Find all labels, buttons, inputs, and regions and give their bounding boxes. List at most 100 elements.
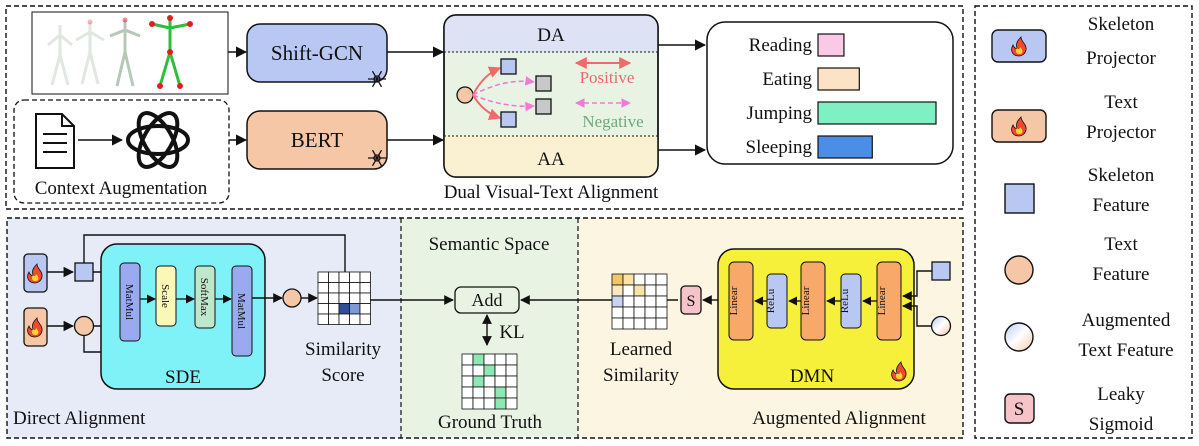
dmn-op-block: Linear xyxy=(800,261,826,341)
ground-truth-cell xyxy=(505,353,518,366)
ground-truth-cell xyxy=(494,386,507,399)
ground-truth-cell xyxy=(483,353,496,366)
similarity-cell xyxy=(349,292,361,304)
similarity-cell xyxy=(349,271,361,283)
skeleton-feature-square xyxy=(931,261,951,281)
text-feature-icon xyxy=(1004,255,1034,285)
sde-op-block: MatMul xyxy=(119,262,141,342)
similarity-cell xyxy=(359,292,371,304)
similarity-cell xyxy=(359,303,371,315)
legend-label: Text Feature xyxy=(1078,340,1173,361)
similarity-cell xyxy=(328,313,340,325)
action-label: Reading xyxy=(749,35,813,56)
svg-text:ReLu: ReLu xyxy=(765,288,777,313)
ground-truth-cell xyxy=(505,375,518,388)
learned-similarity-cell xyxy=(611,306,624,319)
skeleton-sequence-image xyxy=(31,11,229,95)
similarity-cell xyxy=(317,313,329,325)
similarity-cell xyxy=(359,271,371,283)
learned-similarity-cell xyxy=(622,317,635,330)
learned-similarity-cell xyxy=(644,273,657,286)
learned-similarity-cell xyxy=(611,317,624,330)
negative-feature-square xyxy=(535,75,552,92)
ground-truth-label: Ground Truth xyxy=(438,412,542,433)
legend-label: Text xyxy=(1104,92,1138,113)
legend-label: Projector xyxy=(1086,122,1156,143)
dual-alignment-block xyxy=(443,14,659,178)
negative-label: Negative xyxy=(582,112,643,131)
ground-truth-cell xyxy=(494,364,507,377)
learned-similarity-cell xyxy=(655,317,668,330)
ground-truth-cell xyxy=(472,375,485,388)
similarity-cell xyxy=(328,303,340,315)
learned-similarity-cell xyxy=(655,284,668,297)
text-feature-circle xyxy=(73,315,95,337)
svg-text:MatMul: MatMul xyxy=(123,284,135,320)
ground-truth-cell xyxy=(505,386,518,399)
ground-truth-cell xyxy=(505,397,518,410)
similarity-cell xyxy=(317,282,329,294)
sde-op-block: Scale xyxy=(155,265,177,327)
ground-truth-cell xyxy=(494,353,507,366)
similarity-cell xyxy=(338,313,350,325)
similarity-score-label-1: Similarity xyxy=(305,339,382,360)
learned-similarity-cell xyxy=(622,306,635,319)
similarity-cell xyxy=(317,303,329,315)
dual-alignment-label: Dual Visual-Text Alignment xyxy=(444,182,659,203)
learned-similarity-cell xyxy=(611,295,624,308)
sde-block xyxy=(100,243,266,390)
kl-label: KL xyxy=(499,322,524,343)
ground-truth-cell xyxy=(483,364,496,377)
negative-feature-square xyxy=(535,98,552,115)
bert-label: BERT xyxy=(291,128,344,152)
learned-similarity-cell xyxy=(633,295,646,308)
similarity-cell xyxy=(349,313,361,325)
ground-truth-cell xyxy=(483,386,496,399)
learned-similarity-cell xyxy=(611,284,624,297)
ground-truth-cell xyxy=(461,375,474,388)
add-label: Add xyxy=(472,290,503,310)
similarity-cell xyxy=(328,282,340,294)
action-scores-panel xyxy=(706,21,954,165)
similarity-cell xyxy=(338,271,350,283)
legend-label: Skeleton xyxy=(1088,165,1155,186)
dmn-op-block: ReLu xyxy=(765,273,788,329)
action-bar xyxy=(817,135,873,159)
top-section-border xyxy=(5,5,964,210)
learned-similarity-cell xyxy=(633,284,646,297)
similarity-cell xyxy=(338,292,350,304)
learned-similarity-matrix xyxy=(611,273,668,330)
positive-label: Positive xyxy=(580,68,635,87)
learned-similarity-cell xyxy=(655,295,668,308)
similarity-cell xyxy=(359,313,371,325)
llm-logo-icon xyxy=(126,111,190,169)
legend-label: Feature xyxy=(1093,264,1150,285)
sde-label: SDE xyxy=(165,367,201,388)
similarity-cell xyxy=(349,282,361,294)
legend-label: Feature xyxy=(1093,195,1150,216)
learned-similarity-cell xyxy=(655,306,668,319)
action-label: Jumping xyxy=(747,103,813,124)
legend-label: Sigmoid xyxy=(1089,414,1154,435)
legend-border xyxy=(974,5,1193,439)
dmn-op-block: ReLu xyxy=(839,273,862,329)
ground-truth-cell xyxy=(505,364,518,377)
similarity-cell xyxy=(359,282,371,294)
ground-truth-cell xyxy=(483,397,496,410)
sde-op-block: MatMul xyxy=(231,265,253,357)
da-label: DA xyxy=(537,25,565,46)
learned-similarity-cell xyxy=(622,284,635,297)
learned-similarity-cell xyxy=(644,295,657,308)
similarity-score-label-2: Score xyxy=(321,365,364,386)
similarity-cell xyxy=(328,292,340,304)
dmn-label: DMN xyxy=(790,366,835,387)
legend-label: Augmented xyxy=(1082,310,1171,331)
sde-op-block: SoftMax xyxy=(194,265,216,329)
learned-similarity-cell xyxy=(633,306,646,319)
similarity-cell xyxy=(338,303,350,315)
learned-similarity-cell xyxy=(644,284,657,297)
ground-truth-matrix xyxy=(461,353,518,410)
dmn-op-block: Linear xyxy=(876,261,902,341)
skeleton-feature-square xyxy=(74,262,94,282)
